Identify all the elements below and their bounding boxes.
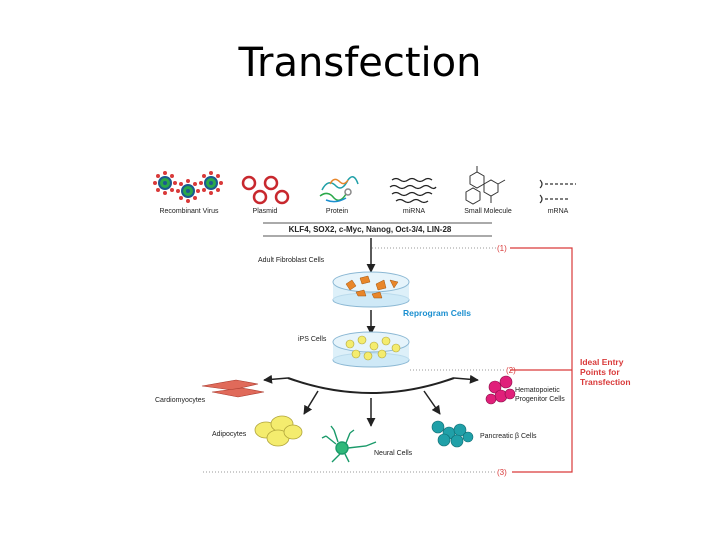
arrow-to-adipocytes (303, 390, 319, 415)
entry-label-line1: Ideal Entry (580, 357, 624, 367)
adipocytes-label: Adipocytes (212, 431, 247, 438)
entry-marker-3: (3) (497, 468, 507, 477)
arrow-to-cardiomyocytes (263, 374, 289, 384)
slide-title: Transfection (238, 40, 482, 86)
ips-dish-icon (332, 331, 410, 368)
hematopoietic-label-line2: Progenitor Cells (515, 396, 565, 403)
vector-label-mrna: mRNA (548, 208, 569, 215)
mrna-icon (539, 179, 576, 204)
neuron-icon (321, 425, 377, 463)
ips-label: iPS Cells (298, 336, 327, 343)
cardiomyocytes-label: Cardiomyocytes (155, 397, 206, 404)
vector-label-mirna: miRNA (403, 208, 425, 215)
arrow-to-hematopoietic (453, 374, 479, 384)
plasmid-icon (241, 175, 290, 205)
arrow-to-pancreatic (423, 390, 441, 415)
virus-icon (153, 171, 223, 203)
small-molecule-icon (465, 166, 506, 205)
entry-marker-1: (1) (497, 244, 507, 253)
reprogram-label: Reprogram Cells (403, 308, 471, 318)
protein-icon (319, 176, 359, 203)
vector-label-protein: Protein (326, 208, 348, 215)
differentiation-arc (287, 377, 455, 394)
neural-cells-label: Neural Cells (374, 450, 413, 457)
pancreatic-cell-icon (431, 420, 474, 448)
mirna-icon (389, 177, 437, 204)
vector-label-plasmid: Plasmid (253, 208, 278, 215)
hematopoietic-label-line1: Hematopoietic (515, 387, 560, 394)
adipocyte-icon (254, 415, 303, 447)
entry-label-line2: Points for (580, 367, 620, 377)
hematopoietic-cell-icon (485, 375, 516, 405)
vector-label-small-molecule: Small Molecule (464, 208, 512, 215)
entry-label-line3: Transfection (580, 377, 631, 387)
entry-bracket (510, 247, 573, 473)
vector-label-virus: Recombinant Virus (159, 208, 219, 215)
factor-list: KLF4, SOX2, c-Myc, Nanog, Oct-3/4, LIN-2… (289, 225, 452, 234)
pancreatic-label: Pancreatic β Cells (480, 433, 537, 440)
fibroblast-dish-icon (332, 271, 410, 308)
adult-fibroblast-label: Adult Fibroblast Cells (258, 257, 325, 264)
cardiomyocyte-icon (201, 379, 265, 398)
